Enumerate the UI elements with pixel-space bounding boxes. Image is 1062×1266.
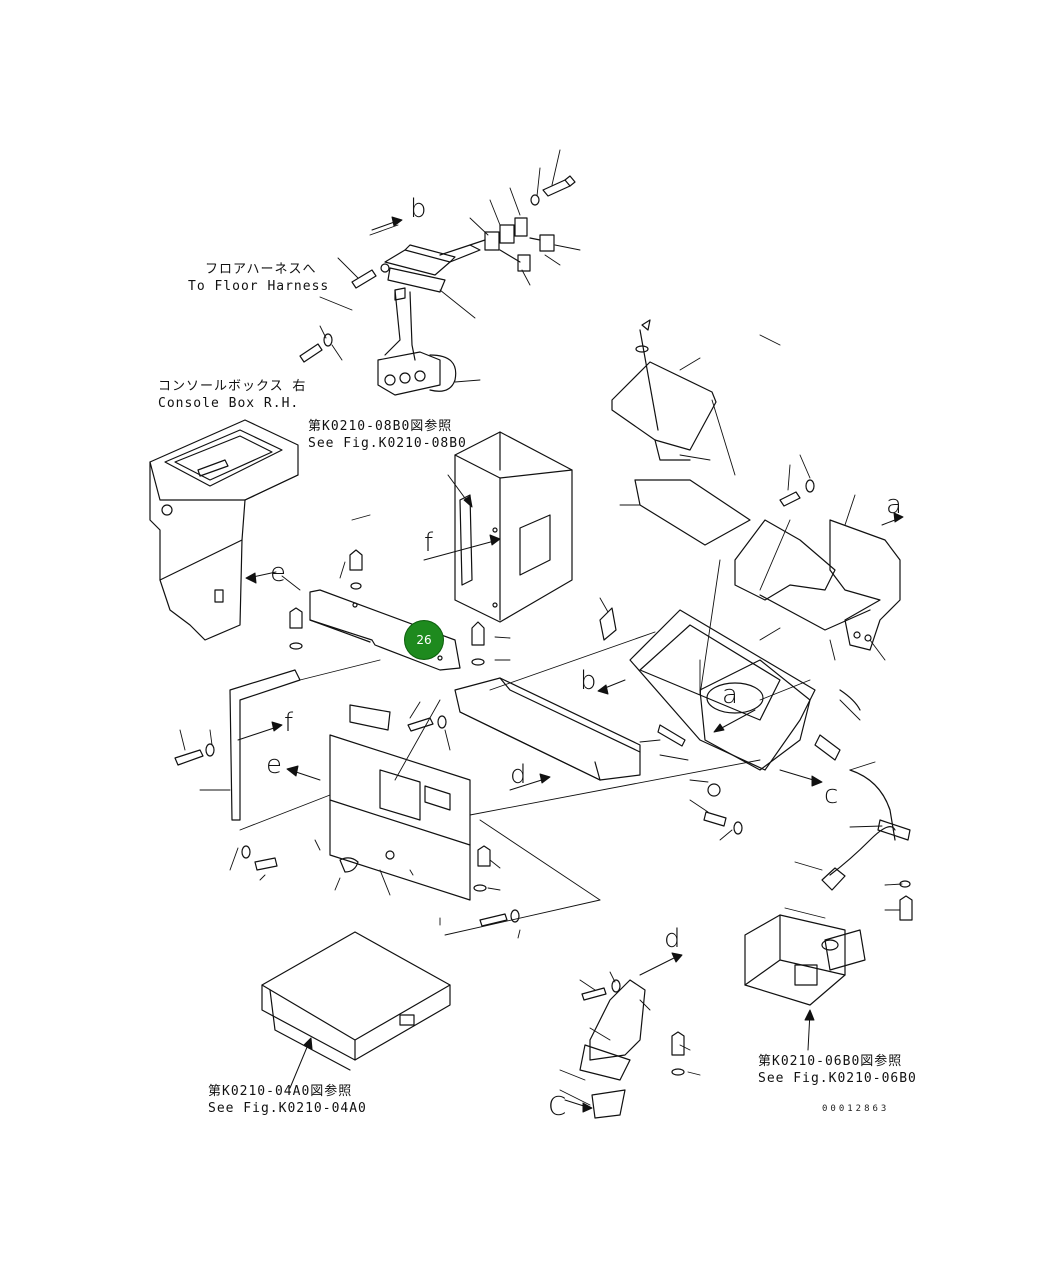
callout-a-right: a [886,490,902,520]
ref-04a0-label-jp: 第K0210-04A0図参照 [208,1084,353,1099]
fasteners [175,550,742,1075]
front-panel [330,705,470,900]
top-bolts [300,176,575,362]
callout-a-tray: a [722,680,738,710]
console-box-label-jp: コンソールボックス 右 [158,379,307,394]
document-number: 00012863 [822,1104,890,1114]
fig-06b0-unit [745,915,865,1005]
lower-control-box [262,932,450,1070]
center-cabinet [455,432,572,622]
connector-group [470,218,554,271]
callout-f-cabinet: f [424,528,434,558]
top-right-covers [612,320,900,650]
small-vertical-bracket [230,670,300,820]
direction-arrows [238,217,903,1112]
callout-d-mid: d [510,760,527,790]
callout-b-mid: b [580,666,597,696]
floor-harness-label-jp: フロアハーネスへ [205,262,317,277]
callout-c-bottom: C [548,1092,567,1122]
callout-f-bracket: f [284,708,294,738]
ref-04a0-label-en: See Fig.K0210-04A0 [208,1101,367,1116]
assembly-lines [180,335,902,1105]
bottom-bracket [580,980,645,1118]
ref-08b0-label-jp: 第K0210-08B0図参照 [308,419,453,434]
mid-left-bracket [310,590,460,670]
callout-e-console: e [270,558,286,588]
ref-08b0-label-en: See Fig.K0210-08B0 [308,436,467,451]
top-leader-lines [320,150,580,382]
mid-right-bracket [455,678,640,780]
right-tray [630,610,912,920]
callout-b-top: b [410,194,427,224]
console-box-label-en: Console Box R.H. [158,396,300,411]
console-box-rh [150,420,298,640]
ref-06b0-label-jp: 第K0210-06B0図参照 [758,1054,903,1069]
callout-e-panel: e [266,750,282,780]
harness-bracket-assembly [378,245,480,395]
floor-harness-label-en: To Floor Harness [188,279,330,294]
callout-d-bottom: d [664,924,681,954]
ref-06b0-label-en: See Fig.K0210-06B0 [758,1071,917,1086]
part-hotspot-badge[interactable]: 26 [405,621,443,659]
callout-c-right: c [824,780,839,810]
